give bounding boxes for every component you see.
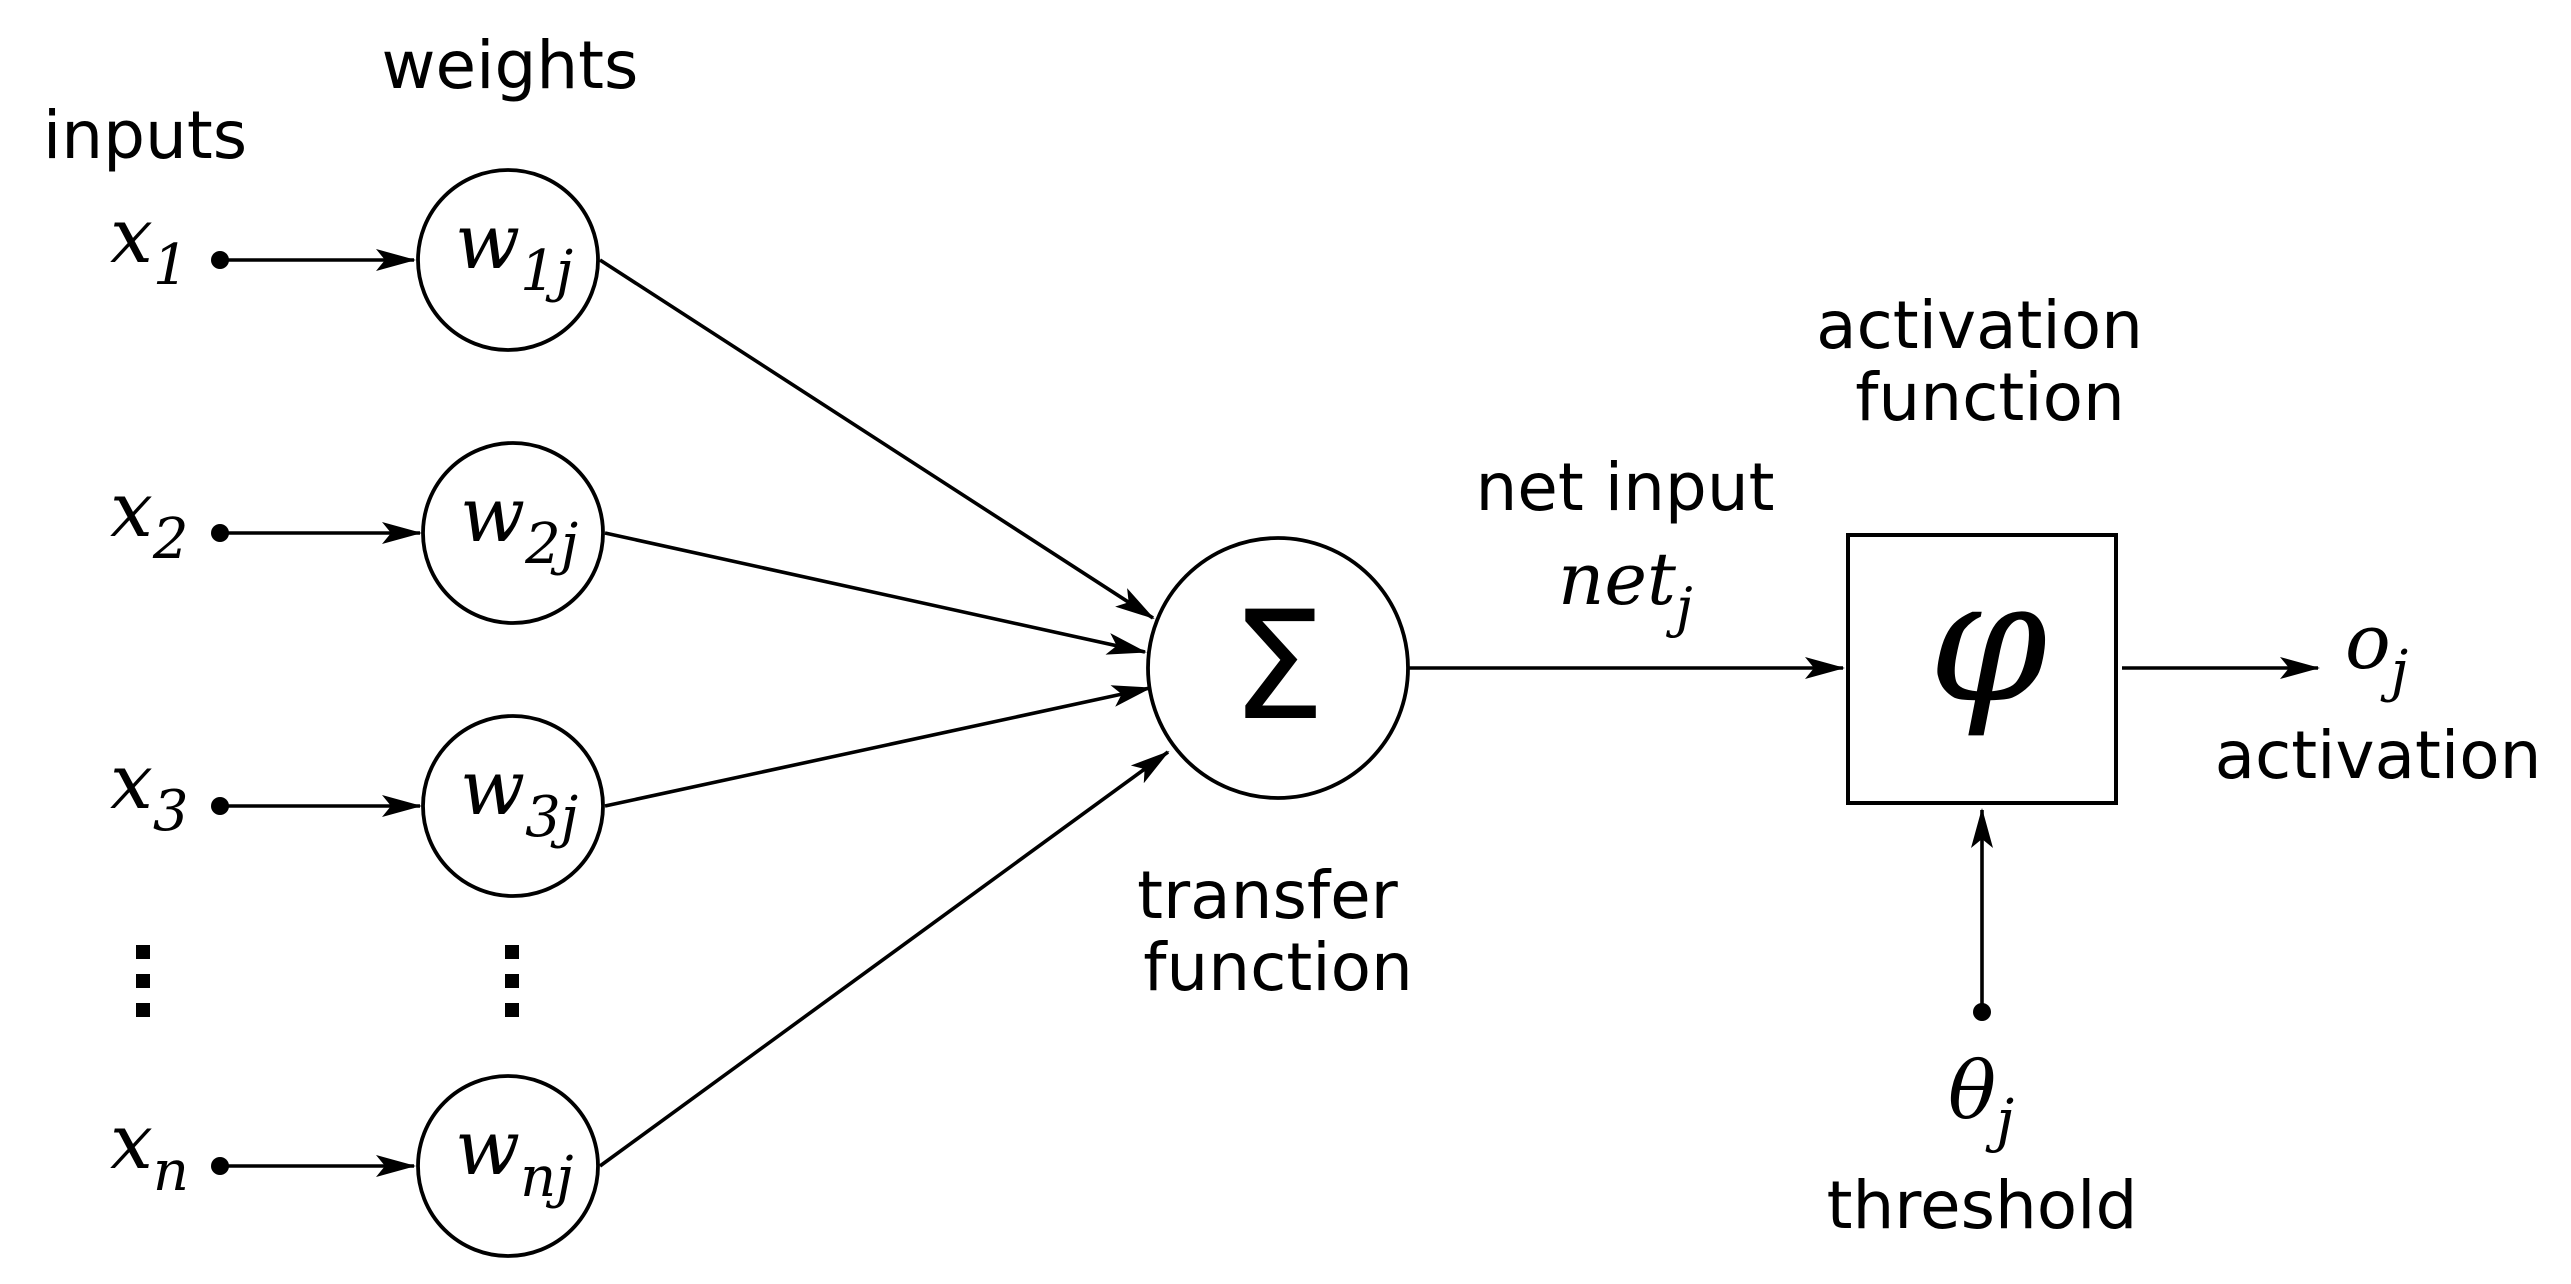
activation-box — [1846, 533, 2118, 805]
ellipsis-weights — [505, 945, 519, 1017]
input-row-2: x2 w2j — [110, 441, 605, 625]
weight-label-3: w3j — [460, 743, 578, 850]
threshold-label: threshold — [1827, 1167, 2138, 1244]
input-row-n: xn wnj — [110, 1074, 600, 1258]
input-label-2: x2 — [110, 465, 189, 572]
input-row-1: x1 w1j — [110, 168, 600, 352]
weights-heading: weights — [382, 27, 639, 104]
activation-function-label: activation function — [1816, 287, 2164, 436]
weight-node-3 — [421, 714, 605, 898]
output-o-j: oj — [2345, 597, 2408, 704]
input-row-3: x3 w3j — [110, 714, 605, 898]
net-input-label: net input — [1475, 449, 1774, 526]
weight-label-2: w2j — [460, 470, 578, 577]
weight-label-n: wnj — [455, 1103, 574, 1210]
net-j-label: netj — [1558, 537, 1693, 639]
activation-label: activation — [2215, 717, 2542, 794]
weight-node-n — [416, 1074, 600, 1258]
input-label-3: x3 — [110, 737, 189, 844]
phi-symbol: φ — [1928, 543, 2047, 741]
input-label-n: xn — [110, 1097, 189, 1204]
transfer-function-label: transfer function — [1137, 857, 1419, 1006]
connection-wn-to-sum — [598, 750, 1170, 1168]
sum-symbol: Σ — [1231, 580, 1326, 754]
inputs-heading: inputs — [43, 97, 247, 174]
connection-w3-to-sum — [604, 685, 1152, 808]
theta-j-label: θj — [1948, 1044, 2014, 1154]
weight-label-1: w1j — [455, 197, 573, 304]
weight-node-2 — [421, 441, 605, 625]
connection-w2-to-sum — [604, 531, 1147, 655]
connection-w1-to-sum — [599, 258, 1155, 620]
input-label-1: x1 — [110, 191, 189, 298]
ellipsis-inputs — [136, 945, 150, 1017]
weight-node-1 — [416, 168, 600, 352]
